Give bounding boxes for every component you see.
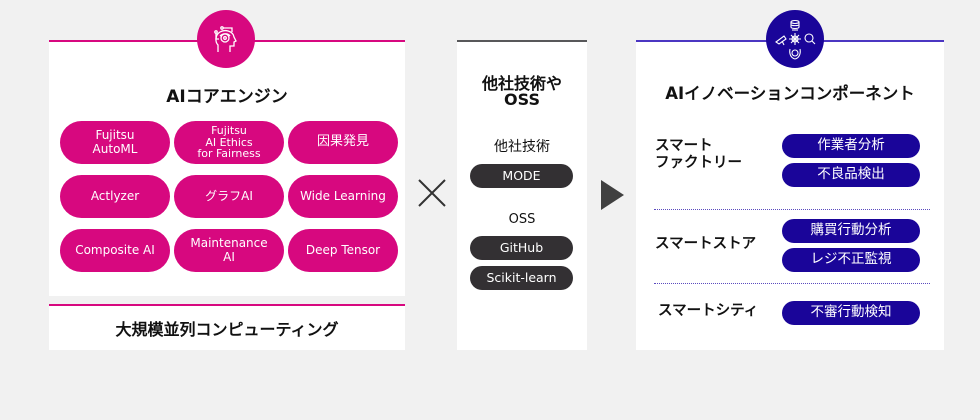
pill-label: 不審行動検知: [810, 304, 892, 321]
pill-label: グラフAI: [205, 188, 253, 203]
pill-label: Fujitsu AI Ethics for Fairness: [197, 124, 261, 161]
pill-register-fraud: レジ不正監視: [782, 248, 920, 272]
third-party-label: 他社技術: [494, 139, 550, 155]
pill-wide-learning: Wide Learning: [288, 175, 398, 218]
multiply-icon: [416, 177, 448, 213]
pill-worker-analysis: 作業者分析: [782, 134, 920, 158]
pill-label: 作業者分析: [817, 137, 885, 154]
pill-composite-ai: Composite AI: [60, 229, 170, 272]
smart-city-label: スマートシティ: [658, 303, 759, 319]
section-divider: [654, 209, 930, 210]
pill-github: GitHub: [470, 236, 573, 260]
pill-label: GitHub: [499, 239, 544, 255]
section-divider: [654, 283, 930, 284]
pill-label: Actlyzer: [90, 188, 140, 203]
pill-graph-ai: グラフAI: [174, 175, 284, 218]
third-party-oss-card: 他社技術や OSS 他社技術 MODE OSS GitHub Scikit-le…: [457, 40, 587, 350]
pill-label: レジ不正監視: [810, 251, 892, 268]
arrow-right-icon: [601, 180, 625, 214]
pill-label: Fujitsu AutoML: [92, 127, 138, 156]
ai-innovation-components-card: AIイノベーションコンポーネント スマート ファクトリー 作業者分析 不良品検出…: [636, 40, 944, 350]
smart-factory-label: スマート ファクトリー: [655, 138, 742, 172]
pill-suspicious-behavior: 不審行動検知: [782, 301, 920, 325]
card-accent-line: [457, 40, 587, 42]
card-accent-line: [49, 304, 405, 306]
pill-mode: MODE: [470, 164, 573, 188]
ai-head-icon: [197, 10, 255, 68]
pill-fujitsu-automl: Fujitsu AutoML: [60, 121, 170, 164]
pill-label: Scikit-learn: [486, 269, 557, 285]
pill-label: 購買行動分析: [810, 222, 892, 239]
pill-label: Wide Learning: [300, 188, 386, 203]
pill-scikit-learn: Scikit-learn: [470, 266, 573, 290]
pill-label: Deep Tensor: [305, 242, 381, 257]
smart-store-label: スマートストア: [655, 236, 757, 252]
pill-label: MODE: [502, 167, 541, 183]
third-party-title-line2: OSS: [504, 90, 540, 109]
innovation-components-icon: [766, 10, 824, 68]
pill-maintenance-ai: Maintenance AI: [174, 229, 284, 272]
ai-core-engine-card: AIコアエンジン Fujitsu AutoML Fujitsu AI Ethic…: [49, 40, 405, 296]
pill-label: 不良品検出: [817, 166, 885, 183]
pill-label: Maintenance AI: [190, 235, 268, 264]
pill-label: Composite AI: [75, 242, 155, 257]
pill-actlyzer: Actlyzer: [60, 175, 170, 218]
pill-defect-detection: 不良品検出: [782, 163, 920, 187]
third-party-title-line1: 他社技術や: [481, 74, 562, 93]
pill-deep-tensor: Deep Tensor: [288, 229, 398, 272]
ai-innovation-title: AIイノベーションコンポーネント: [665, 84, 915, 103]
parallel-computing-card: 大規模並列コンピューティング: [49, 304, 405, 350]
ai-core-engine-title: AIコアエンジン: [166, 87, 288, 107]
oss-label: OSS: [508, 212, 536, 227]
pill-label: 因果発見: [316, 134, 369, 150]
pill-causal-discovery: 因果発見: [288, 121, 398, 164]
parallel-computing-title: 大規模並列コンピューティング: [115, 320, 339, 339]
pill-ai-ethics: Fujitsu AI Ethics for Fairness: [174, 121, 284, 164]
pill-purchase-behavior: 購買行動分析: [782, 219, 920, 243]
